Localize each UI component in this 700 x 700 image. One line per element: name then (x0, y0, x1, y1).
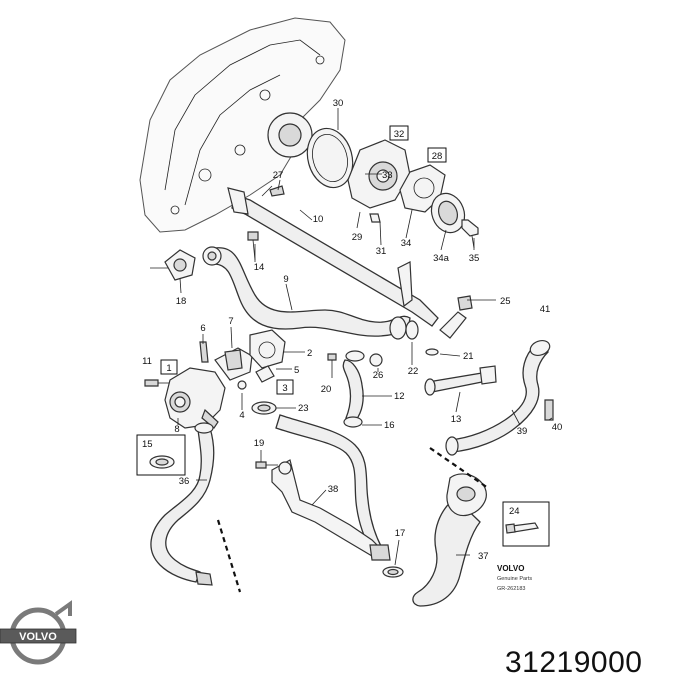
coolant-hose-39 (445, 339, 551, 456)
volvo-logo: VOLVO (0, 600, 77, 665)
callout-5: 5 (294, 365, 299, 376)
callout-box-24: 24 (502, 501, 550, 547)
coolant-pipe-13 (424, 365, 497, 396)
callout-13: 13 (451, 414, 462, 425)
callout-7: 7 (228, 316, 233, 327)
callout-35: 35 (469, 253, 480, 264)
callout-30: 30 (333, 98, 344, 109)
callout-38: 38 (328, 484, 339, 495)
callout-9: 9 (283, 274, 288, 285)
callout-34: 34 (401, 238, 412, 249)
genuine-parts-stamp: VOLVO Genuine Parts GR-262183 (497, 564, 532, 592)
water-pump-assembly (306, 127, 479, 249)
callout-box-28: 28 (427, 147, 447, 163)
bolts (144, 185, 554, 469)
part-number: 31219000 (505, 646, 643, 679)
svg-text:VOLVO: VOLVO (19, 631, 57, 643)
svg-text:Genuine Parts: Genuine Parts (497, 576, 532, 582)
callout-16: 16 (384, 420, 395, 431)
callout-25: 25 (500, 296, 511, 307)
svg-text:1: 1 (166, 363, 171, 374)
callout-12: 12 (394, 391, 405, 402)
callout-41: 41 (540, 304, 551, 315)
callout-8: 8 (174, 424, 179, 435)
callout-box-1: 1 (160, 359, 178, 375)
coolant-hose-36 (150, 422, 215, 586)
svg-text:28: 28 (432, 151, 443, 162)
svg-text:VOLVO: VOLVO (497, 564, 524, 573)
sensor-25 (439, 295, 473, 339)
callout-17: 17 (395, 528, 406, 539)
svg-text:32: 32 (394, 129, 405, 140)
callout-22: 22 (408, 366, 419, 377)
callout-labels: 30 33 27 10 29 31 34 34a 35 14 18 9 25 4… (142, 98, 562, 562)
callout-box-3: 3 (276, 379, 294, 395)
callout-29: 29 (352, 232, 363, 243)
callout-34a: 34a (433, 253, 450, 264)
callout-26: 26 (373, 370, 384, 381)
coolant-hose-9 (202, 246, 411, 340)
coolant-hose-37 (412, 473, 487, 607)
thermostat-housing (164, 329, 286, 429)
callout-20: 20 (321, 384, 332, 395)
coolant-hose-12 (342, 350, 383, 428)
callout-21: 21 (463, 351, 474, 362)
callout-33: 33 (382, 170, 393, 181)
callout-18: 18 (176, 296, 187, 307)
clamp-17 (382, 566, 404, 578)
callout-box-32: 32 (389, 125, 409, 141)
svg-text:24: 24 (509, 506, 520, 517)
callout-4: 4 (239, 410, 244, 421)
callout-11: 11 (142, 356, 152, 367)
gasket-18 (164, 249, 196, 281)
callout-box-15: 15 (136, 434, 186, 476)
timing-cover-housing (139, 17, 346, 233)
callout-6: 6 (200, 323, 205, 334)
callout-37: 37 (478, 551, 489, 562)
callout-36: 36 (179, 476, 190, 487)
dashed-connection-left (216, 519, 242, 593)
clamp-23 (251, 401, 277, 415)
callout-14: 14 (254, 262, 265, 273)
callout-23: 23 (298, 403, 309, 414)
callout-2: 2 (307, 348, 312, 359)
connector-22 (405, 320, 419, 340)
callout-39: 39 (517, 426, 528, 437)
o-ring-21 (425, 348, 439, 356)
coolant-pipe-10 (227, 185, 439, 327)
callout-10: 10 (313, 214, 324, 225)
svg-text:15: 15 (142, 439, 153, 450)
leader-lines (150, 108, 553, 566)
callout-40: 40 (552, 422, 563, 433)
svg-text:GR-262183: GR-262183 (497, 586, 525, 592)
coolant-pipe-38 (271, 414, 391, 561)
svg-text:3: 3 (282, 383, 287, 394)
callout-31: 31 (376, 246, 387, 257)
callout-27: 27 (273, 170, 284, 181)
dashed-connection-right (429, 447, 489, 489)
callout-19: 19 (254, 438, 265, 449)
